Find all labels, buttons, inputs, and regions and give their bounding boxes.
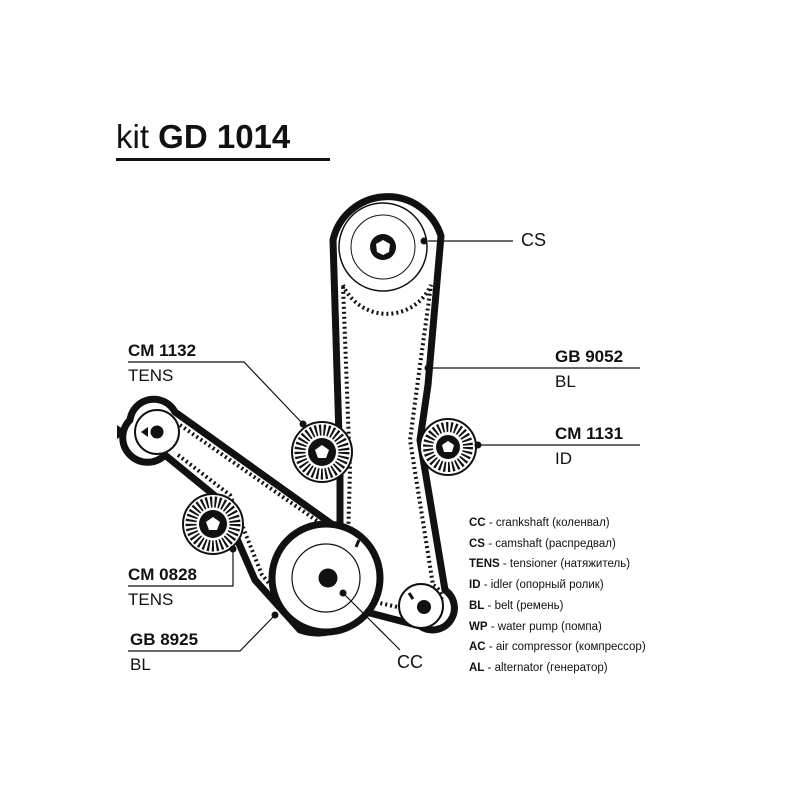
title-underline: [116, 158, 330, 161]
legend-text: - water pump (помпа): [490, 620, 602, 633]
callout-cm1131: CM 1131 ID: [555, 424, 623, 469]
callout-cm0828-type: TENS: [128, 590, 174, 609]
callout-cm1131-type: ID: [555, 449, 572, 468]
cc-leader: [342, 592, 401, 651]
water-pump-pulley: [398, 583, 444, 629]
gb8925-leader: [128, 614, 276, 652]
legend-item: BL - belt (ремень): [469, 596, 646, 617]
legend-text: - air compressor (компрессор): [488, 641, 646, 654]
auxiliary-pulley-left: [117, 409, 180, 455]
belt-gb9052: [316, 193, 458, 634]
callout-gb8925-type: BL: [130, 655, 151, 674]
callout-gb9052: GB 9052 BL: [555, 347, 623, 392]
callout-cm1132-part: CM 1132: [128, 341, 197, 360]
callout-cm1132-type: TENS: [128, 366, 174, 385]
callout-gb8925-part: GB 8925: [130, 630, 199, 649]
tensioner-pulley-cm0828: [182, 493, 244, 555]
cm0828-leader: [128, 549, 234, 587]
callout-cm0828: CM 0828 TENS: [128, 565, 197, 610]
legend-abbr: AC: [469, 641, 486, 654]
callout-gb9052-type: BL: [555, 372, 576, 391]
crankshaft-pulley: [268, 520, 384, 636]
legend-text: - alternator (генератор): [487, 661, 608, 674]
callout-gb8925: GB 8925 BL: [130, 630, 198, 675]
kit-title-prefix: kit: [116, 118, 149, 155]
legend-abbr: CS: [469, 537, 485, 550]
legend-item: CC - crankshaft (коленвал): [469, 513, 646, 534]
timing-mark-icon: [117, 425, 127, 439]
legend-item: AL - alternator (генератор): [469, 658, 646, 679]
legend-item: CS - camshaft (распредвал): [469, 534, 646, 555]
legend-item: WP - water pump (помпа): [469, 617, 646, 638]
legend-item: TENS - tensioner (натяжитель): [469, 554, 646, 575]
legend-abbr: WP: [469, 620, 488, 633]
legend-text: - belt (ремень): [487, 599, 564, 612]
legend: CC - crankshaft (коленвал) CS - camshaft…: [469, 513, 646, 679]
kit-title-code: GD 1014: [158, 118, 291, 155]
legend-abbr: ID: [469, 579, 481, 592]
callout-cm1131-part: CM 1131: [555, 424, 624, 443]
idler-pulley-cm1131: [419, 418, 482, 476]
tensioner-pulley-cm1132: [291, 420, 353, 483]
legend-abbr: BL: [469, 599, 485, 612]
callout-cc: CC: [397, 652, 423, 672]
callout-cm1132: CM 1132 TENS: [128, 341, 196, 386]
cm1132-leader: [128, 361, 304, 425]
legend-abbr: AL: [469, 661, 485, 674]
callout-cm0828-part: CM 0828: [128, 565, 197, 584]
callout-gb9052-part: GB 9052: [555, 347, 624, 366]
legend-text: - camshaft (распредвал): [488, 537, 616, 550]
legend-text: - crankshaft (коленвал): [488, 517, 610, 529]
legend-item: AC - air compressor (компрессор): [469, 637, 646, 658]
legend-abbr: TENS: [469, 558, 500, 571]
kit-title: kit GD 1014: [116, 118, 290, 156]
legend-text: - idler (опорный ролик): [483, 579, 604, 592]
legend-abbr: CC: [469, 517, 486, 529]
legend-item: ID - idler (опорный ролик): [469, 575, 646, 596]
callout-cs: CS: [521, 230, 547, 250]
legend-text: - tensioner (натяжитель): [502, 558, 631, 571]
camshaft-pulley: [338, 202, 428, 292]
